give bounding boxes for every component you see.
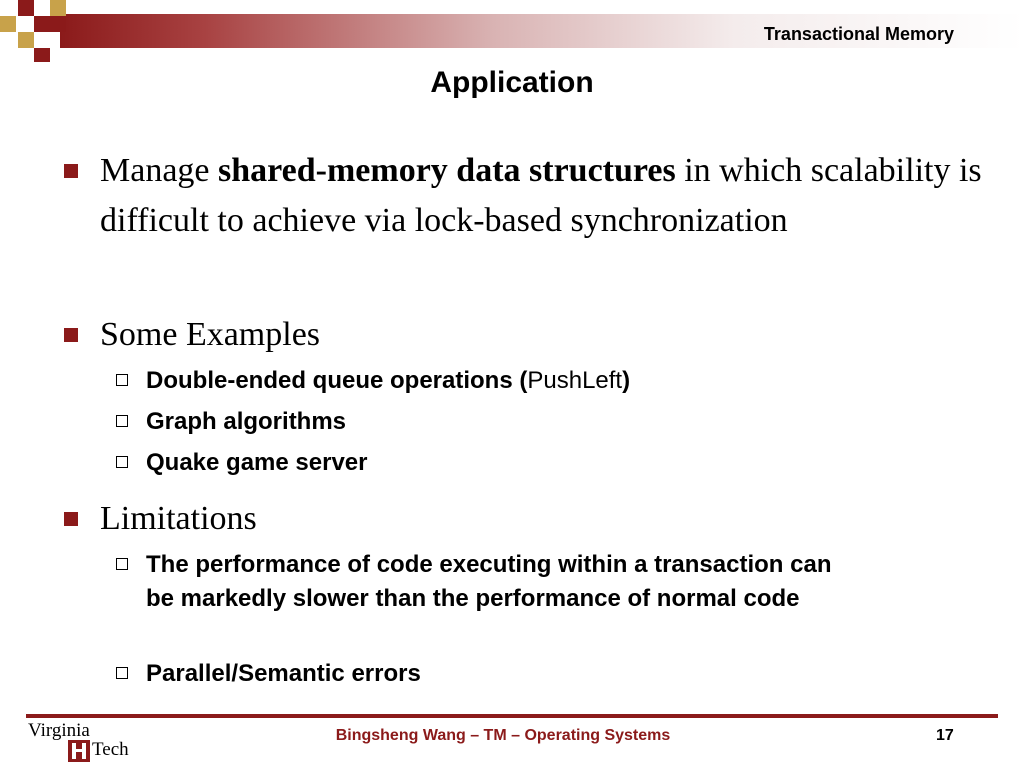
slide-title: Application <box>430 66 594 99</box>
header-gradient-bar <box>60 14 1024 48</box>
bullet-bold-text: shared-memory data structures <box>218 152 676 189</box>
sub-bullet-graph: Graph algorithms <box>116 405 866 439</box>
sub-bullet-text: Graph algorithms <box>146 408 347 435</box>
sub-bullet-text: The performance of code executing within… <box>146 551 832 612</box>
logo-shield-icon <box>68 740 90 762</box>
header-section-title: Transactional Memory <box>763 24 954 44</box>
square-bullet-icon <box>64 328 78 342</box>
bullet-text: in which scalability is difficult to ach… <box>100 152 982 239</box>
sub-bullet-normal-text: PushLeft <box>527 367 623 394</box>
hollow-square-bullet-icon <box>116 456 128 468</box>
logo-text-top: Virginia <box>28 720 90 741</box>
sub-bullet-text: Double-ended queue operations ( <box>146 367 528 394</box>
sub-bullet-text: Parallel/Semantic errors <box>146 660 421 687</box>
sub-bullet-deque: Double-ended queue operations (PushLeft) <box>116 364 866 398</box>
logo-text-bottom: Tech <box>92 739 129 760</box>
page-number: 17 <box>936 727 954 744</box>
footer-divider <box>26 714 998 718</box>
bullet-text: Some Examples <box>100 316 321 353</box>
virginia-tech-logo: Virginia Tech <box>26 720 136 764</box>
square-bullet-icon <box>64 512 78 526</box>
square-bullet-icon <box>64 164 78 178</box>
hollow-square-bullet-icon <box>116 374 128 386</box>
bullet-examples: Some Examples <box>64 310 1000 360</box>
hollow-square-bullet-icon <box>116 558 128 570</box>
sub-bullet-errors: Parallel/Semantic errors <box>116 657 866 691</box>
bullet-text: Limitations <box>100 500 257 537</box>
bullet-text: Manage <box>100 152 219 189</box>
footer-text: Bingsheng Wang – TM – Operating Systems <box>335 727 671 744</box>
sub-bullet-text: ) <box>622 367 631 394</box>
bullet-manage: Manage shared-memory data structures in … <box>64 146 1000 246</box>
sub-bullet-text: Quake game server <box>146 449 368 476</box>
hollow-square-bullet-icon <box>116 667 128 679</box>
sub-bullet-quake: Quake game server <box>116 446 866 480</box>
hollow-square-bullet-icon <box>116 415 128 427</box>
sub-bullet-performance: The performance of code executing within… <box>116 548 866 616</box>
header-checker-decoration <box>0 0 66 62</box>
bullet-limitations: Limitations <box>64 494 1000 544</box>
